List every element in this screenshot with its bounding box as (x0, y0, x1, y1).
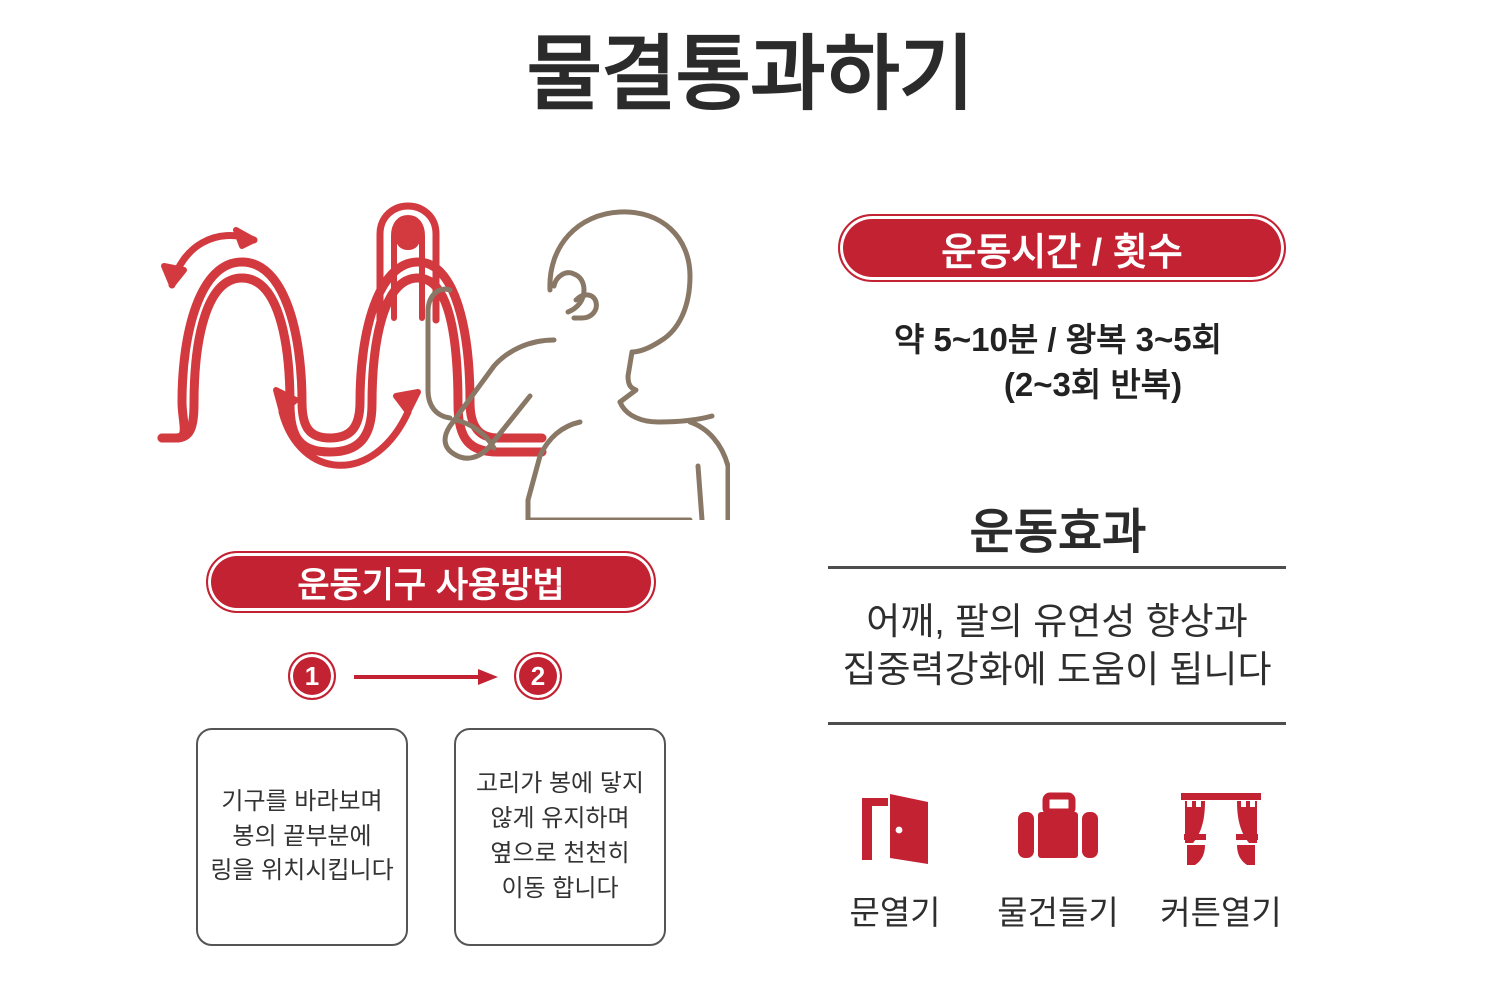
curtain-icon (1146, 786, 1296, 872)
step-box-2: 고리가 봉에 닿지 않게 유지하며 옆으로 천천히 이동 합니다 (454, 728, 666, 946)
effect-heading: 운동효과 (969, 506, 1147, 559)
wave-rod-exercise-illustration (157, 202, 730, 520)
time-reps-badge: 운동시간 / 횟수 (838, 214, 1286, 282)
howto-badge: 운동기구 사용방법 (206, 551, 656, 613)
step-2-line-4: 이동 합니다 (501, 874, 619, 902)
effect-line2: 집중력강화에 도움이 됩니다 (842, 649, 1272, 691)
person-figure (425, 209, 730, 520)
time-reps-line1: 약 5~10분 / 왕복 3~5회 (894, 321, 1222, 358)
door-icon (820, 786, 970, 872)
effect-description: 어깨, 팔의 유연성 향상과 집중력강화에 도움이 됩니다 (824, 598, 1290, 694)
benefit-item-curtain: 커튼열기 (1146, 786, 1296, 934)
step-flow-arrow (354, 669, 498, 685)
sliding-ring (376, 202, 440, 324)
howto-badge-label: 운동기구 사용방법 (297, 565, 565, 605)
effect-divider-top (828, 566, 1286, 569)
step-number-1: 1 (288, 652, 336, 700)
arrow-head-left (161, 263, 187, 288)
step-1-line-3: 링을 위치시킵니다 (210, 857, 394, 885)
benefit-icon-row: 문열기 물건들기 (820, 786, 1296, 934)
benefit-label-curtain: 커튼열기 (1160, 894, 1282, 931)
step-number-2: 2 (514, 652, 562, 700)
arrow-head-up-right (393, 389, 421, 415)
benefit-item-door: 문열기 (820, 786, 970, 934)
time-reps-line2: (2~3회 반복) (1003, 365, 1183, 403)
suitcase-icon (983, 786, 1133, 872)
benefit-label-door: 문열기 (849, 894, 941, 931)
step-2-line-2: 않게 유지하며 (490, 805, 630, 833)
page-title: 물결통과하기 (526, 29, 975, 120)
step-box-1: 기구를 바라보며 봉의 끝부분에 링을 위치시킵니다 (196, 728, 408, 946)
time-reps-badge-label: 운동시간 / 횟수 (941, 231, 1183, 274)
effect-divider-bottom (828, 722, 1286, 725)
step-number-row: 1 2 (196, 652, 666, 722)
benefit-label-suitcase: 물건들기 (997, 894, 1119, 931)
time-reps-values: 약 5~10분 / 왕복 3~5회 (2~3회 반복) (828, 318, 1288, 407)
step-2-line-1: 고리가 봉에 닿지 (476, 770, 644, 798)
up-arc-arrow-trough (278, 408, 412, 469)
benefit-item-suitcase: 물건들기 (983, 786, 1133, 934)
step-2-line-3: 옆으로 천천히 (490, 840, 630, 867)
step-1-line-2: 봉의 끝부분에 (232, 822, 372, 850)
step-box-row: 기구를 바라보며 봉의 끝부분에 링을 위치시킵니다 고리가 봉에 닿지 않게 … (196, 728, 666, 946)
arrow-head-up-left (273, 387, 299, 415)
effect-line1: 어깨, 팔의 유연성 향상과 (866, 601, 1248, 642)
step-1-line-1: 기구를 바라보며 (221, 787, 383, 815)
arrow-head-right (233, 227, 257, 249)
